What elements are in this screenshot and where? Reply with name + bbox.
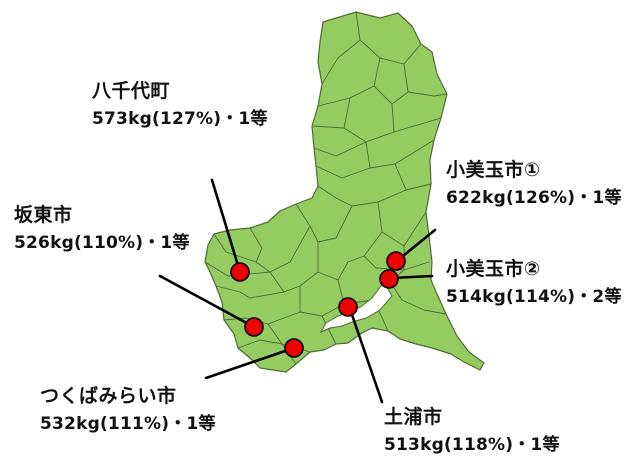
site-value: 622kg(126%)・1等: [446, 188, 622, 208]
site-label-bando: 坂東市 526kg(110%)・1等: [14, 206, 190, 252]
site-label-tsukuba: つくばみらい市 532kg(111%)・1等: [40, 387, 216, 433]
site-value: 514kg(114%)・2等: [446, 287, 622, 307]
leader-line-tsuchiura: [348, 307, 384, 404]
leader-line-tsukuba: [204, 346, 296, 380]
site-label-tsuchiura: 土浦市 513kg(118%)・1等: [384, 408, 560, 454]
site-name: 八千代町: [92, 80, 171, 102]
site-name: 小美玉市②: [446, 258, 541, 280]
site-name: 坂東市: [14, 204, 73, 226]
marker-tsukuba[interactable]: [284, 338, 304, 358]
marker-omitama2[interactable]: [379, 269, 399, 289]
site-name: 土浦市: [384, 406, 443, 428]
site-label-omitama2: 小美玉市② 514kg(114%)・2等: [446, 260, 622, 306]
site-name: 小美玉市①: [446, 159, 541, 181]
site-label-yachiyo: 八千代町 573kg(127%)・1等: [92, 82, 268, 128]
site-name: つくばみらい市: [40, 385, 177, 407]
leader-line-omitama1: [396, 228, 437, 262]
prefecture-land: [204, 11, 485, 373]
site-value: 526kg(110%)・1等: [14, 233, 190, 253]
site-value: 573kg(127%)・1等: [92, 109, 268, 129]
site-label-omitama1: 小美玉市① 622kg(126%)・1等: [446, 161, 622, 207]
municipal-borders: [204, 11, 448, 365]
marker-tsuchiura[interactable]: [338, 297, 358, 317]
site-value: 532kg(111%)・1等: [40, 414, 216, 434]
leader-line-yachiyo: [210, 178, 242, 274]
lake: [319, 281, 393, 334]
marker-yachiyo[interactable]: [230, 262, 250, 282]
leader-line-bando: [158, 274, 256, 329]
leader-lines: [158, 178, 437, 404]
site-value: 513kg(118%)・1等: [384, 435, 560, 455]
marker-bando[interactable]: [244, 317, 264, 337]
marker-omitama1[interactable]: [386, 251, 406, 271]
site-markers: [230, 251, 406, 358]
